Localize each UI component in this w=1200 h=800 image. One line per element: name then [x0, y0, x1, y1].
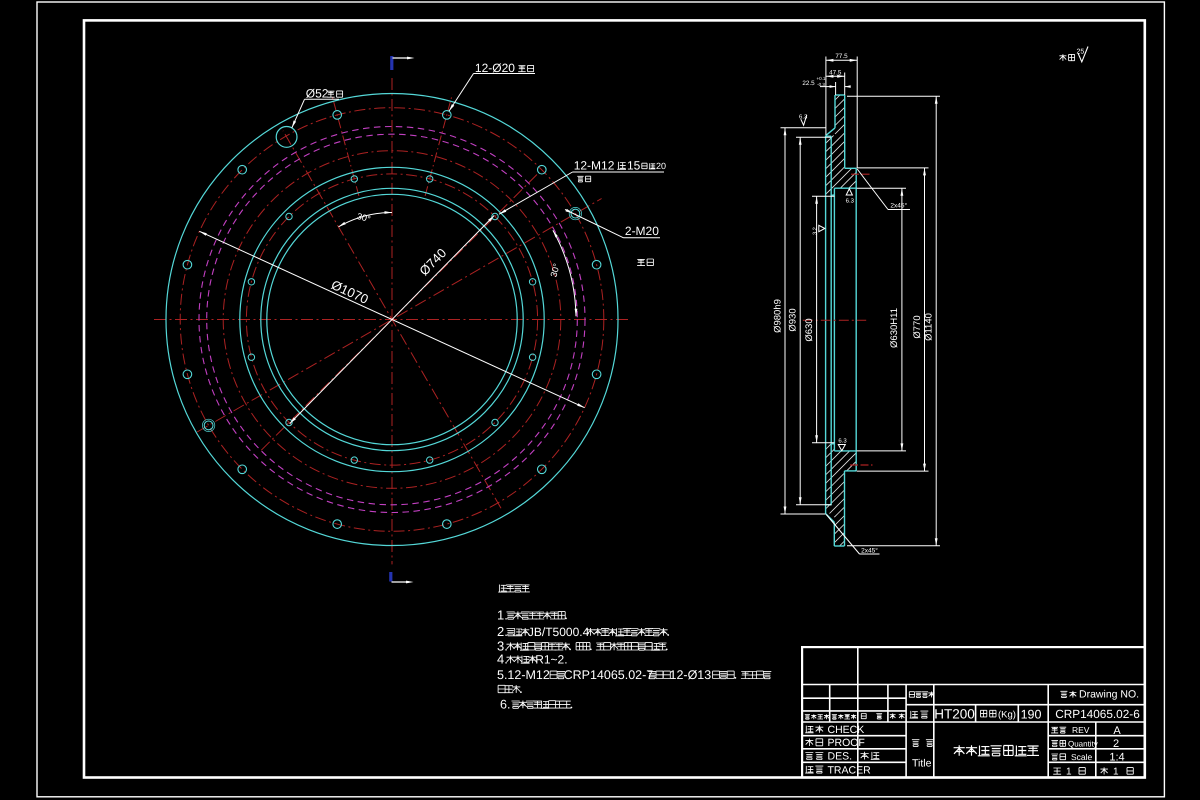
svg-text:+0.1: +0.1 — [817, 76, 826, 81]
svg-text:Ø630H11: Ø630H11 — [889, 308, 900, 348]
svg-text:DES.: DES. — [828, 751, 853, 763]
svg-text:Scale: Scale — [1071, 752, 1093, 762]
svg-text:A: A — [1113, 725, 1121, 737]
svg-text:2-M20: 2-M20 — [625, 224, 659, 238]
svg-text:Title: Title — [912, 758, 932, 770]
svg-text:3.: 3. — [497, 638, 508, 653]
svg-text:6.3: 6.3 — [846, 198, 855, 205]
svg-text:2x45°: 2x45° — [890, 203, 907, 210]
svg-text:PROOF: PROOF — [828, 737, 865, 749]
svg-text:TRACER: TRACER — [828, 764, 872, 776]
svg-text:CRP14065.02-7: CRP14065.02-7 — [564, 668, 654, 682]
svg-text:30°: 30° — [549, 262, 562, 278]
svg-text:Ø52: Ø52 — [306, 87, 329, 101]
svg-text:1: 1 — [1113, 767, 1119, 778]
svg-text:6.3: 6.3 — [799, 113, 808, 120]
svg-text:Quantity: Quantity — [1068, 740, 1098, 749]
svg-text:47.5: 47.5 — [829, 69, 842, 76]
svg-text:15: 15 — [627, 159, 641, 173]
svg-text:-0.3: -0.3 — [817, 82, 825, 87]
svg-text:4.: 4. — [497, 651, 508, 666]
svg-text:12-Ø13: 12-Ø13 — [670, 668, 712, 682]
svg-text:12-M12: 12-M12 — [574, 159, 615, 173]
svg-text:R1~2.: R1~2. — [535, 652, 567, 666]
svg-text:Drawing NO.: Drawing NO. — [1079, 689, 1139, 701]
svg-text:Ø630: Ø630 — [804, 318, 815, 341]
svg-text:190: 190 — [1021, 707, 1042, 721]
svg-text:3.2: 3.2 — [813, 227, 819, 235]
svg-text:HT200: HT200 — [934, 706, 975, 721]
svg-text:Ø980h9: Ø980h9 — [773, 299, 784, 333]
svg-text:77.5: 77.5 — [835, 53, 848, 60]
svg-text:Ø770: Ø770 — [912, 315, 923, 338]
svg-text:Ø1140: Ø1140 — [924, 313, 935, 341]
svg-text:25: 25 — [1077, 49, 1085, 56]
svg-text:2: 2 — [1113, 738, 1119, 750]
svg-text:6.3: 6.3 — [838, 438, 847, 445]
svg-text:2x45°: 2x45° — [861, 547, 878, 554]
svg-text:JB/T5000.4: JB/T5000.4 — [528, 625, 590, 639]
svg-text:CRP14065.02-6: CRP14065.02-6 — [1055, 707, 1140, 721]
svg-text:2.: 2. — [497, 624, 508, 639]
svg-text:1:4: 1:4 — [1109, 752, 1124, 764]
svg-text:20: 20 — [656, 161, 666, 171]
svg-text:CHECK: CHECK — [828, 724, 865, 736]
svg-text:1.: 1. — [497, 607, 508, 622]
svg-text:30°: 30° — [356, 211, 372, 224]
svg-text:6.: 6. — [500, 698, 510, 712]
svg-text:Ø930: Ø930 — [788, 308, 799, 331]
svg-text:(Kg): (Kg) — [998, 709, 1016, 720]
svg-text:1: 1 — [1066, 767, 1072, 778]
svg-text:12-Ø20: 12-Ø20 — [475, 61, 515, 75]
svg-text:5.12-M12: 5.12-M12 — [497, 668, 550, 682]
svg-text:REV: REV — [1072, 725, 1090, 735]
svg-text:22.5: 22.5 — [802, 80, 815, 87]
